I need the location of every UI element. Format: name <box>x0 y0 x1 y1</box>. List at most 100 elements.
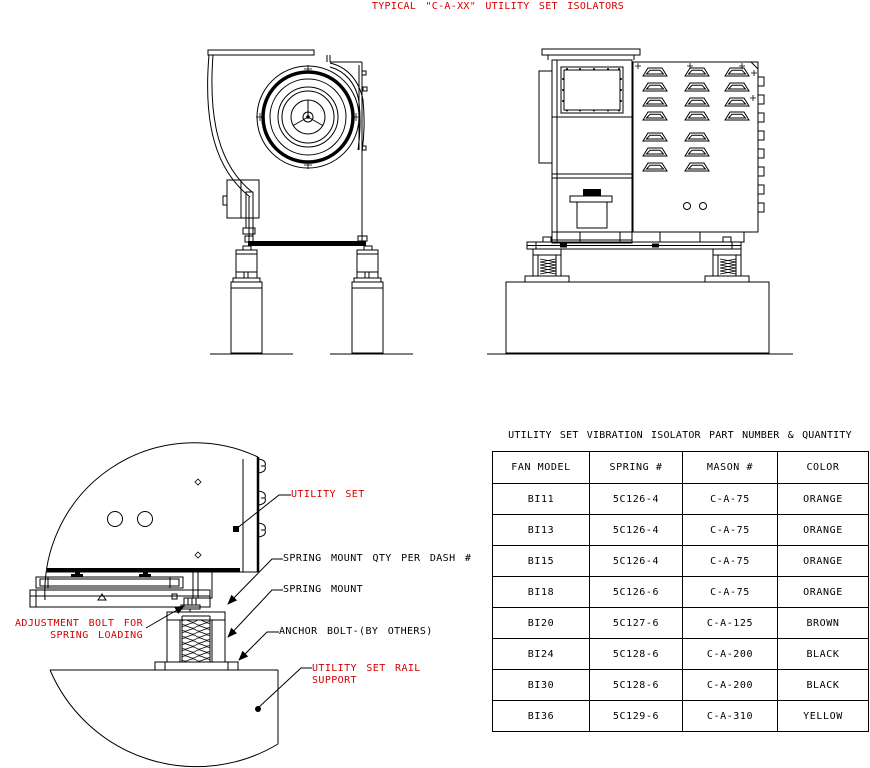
pedestal <box>230 281 263 354</box>
motor <box>576 201 608 229</box>
callout-adjustment-bolt: ADJUSTMENT BOLT FOR SPRING LOADING <box>0 618 143 642</box>
cell-mason: C-A-75 <box>682 483 778 515</box>
cell-fan-model: BI13 <box>492 514 590 546</box>
leader-adjustment-bolt <box>145 605 185 629</box>
detail-spring-mount <box>154 611 239 671</box>
cell-color: ORANGE <box>777 483 869 515</box>
cell-fan-model: BI15 <box>492 545 590 577</box>
cell-mason: C-A-310 <box>682 700 778 732</box>
cell-spring: 5C126-4 <box>589 545 683 577</box>
table-row: BI36 5C129-6 C-A-310 YELLOW <box>492 700 869 732</box>
cell-fan-model: BI11 <box>492 483 590 515</box>
side-left-spring <box>524 248 570 283</box>
cell-mason: C-A-75 <box>682 545 778 577</box>
cell-fan-model: BI20 <box>492 607 590 639</box>
cell-spring: 5C127-6 <box>589 607 683 639</box>
callout-spring-mount: SPRING MOUNT <box>283 584 364 595</box>
leader-dot <box>255 706 261 712</box>
cell-mason: C-A-125 <box>682 607 778 639</box>
access-door <box>560 66 624 114</box>
leader-dot <box>233 526 239 532</box>
break-arc <box>44 442 259 601</box>
louvers <box>642 67 750 172</box>
col-header-color: COLOR <box>777 451 869 484</box>
cell-color: ORANGE <box>777 545 869 577</box>
cell-spring: 5C126-4 <box>589 514 683 546</box>
cell-mason: C-A-200 <box>682 638 778 670</box>
volute-left-outer <box>207 54 251 198</box>
col-header-fan-model: FAN MODEL <box>492 451 590 484</box>
cell-color: BLACK <box>777 669 869 701</box>
cell-color: ORANGE <box>777 576 869 608</box>
front-view <box>207 49 413 355</box>
discharge-flange <box>541 48 641 56</box>
adjustment-bolt <box>180 597 201 612</box>
callout-rail-support-line1: UTILITY SET RAIL <box>312 663 421 674</box>
cell-fan-model: BI30 <box>492 669 590 701</box>
table-row: BI24 5C128-6 C-A-200 BLACK <box>492 638 869 670</box>
front-left-isolator <box>230 245 263 354</box>
col-header-mason: MASON # <box>682 451 778 484</box>
volute-right-outer <box>329 62 365 153</box>
table-header-row: FAN MODEL SPRING # MASON # COLOR <box>492 451 869 484</box>
table-row: BI15 5C126-4 C-A-75 ORANGE <box>492 545 869 577</box>
cell-fan-model: BI18 <box>492 576 590 608</box>
cell-spring: 5C128-6 <box>589 638 683 670</box>
cell-mason: C-A-75 <box>682 576 778 608</box>
detail-view <box>29 442 279 768</box>
leader-rail-support <box>257 667 312 709</box>
callout-adjustment-bolt-line2: SPRING LOADING <box>50 630 143 641</box>
leader-spring-mount <box>227 589 283 638</box>
cell-color: YELLOW <box>777 700 869 732</box>
cell-spring: 5C126-6 <box>589 576 683 608</box>
hole <box>107 511 123 527</box>
callout-spring-mount-qty: SPRING MOUNT QTY PER DASH # <box>283 553 472 564</box>
base-rail <box>248 241 366 246</box>
leader-utility-set <box>235 494 291 530</box>
cell-mason: C-A-200 <box>682 669 778 701</box>
isolator-table: FAN MODEL SPRING # MASON # COLOR BI11 5C… <box>492 451 869 732</box>
cell-spring: 5C128-6 <box>589 669 683 701</box>
callout-utility-set: UTILITY SET <box>291 489 365 500</box>
fan-inlet-circles <box>256 65 360 169</box>
cell-spring: 5C126-4 <box>589 483 683 515</box>
callout-rail-support: UTILITY SET RAIL SUPPORT <box>312 663 421 687</box>
hole <box>137 511 153 527</box>
cell-fan-model: BI24 <box>492 638 590 670</box>
cell-fan-model: BI36 <box>492 700 590 732</box>
cabinet <box>551 59 633 244</box>
door-bolts <box>562 68 622 112</box>
front-right-isolator <box>351 245 384 354</box>
discharge-flange <box>207 49 315 56</box>
col-header-spring: SPRING # <box>589 451 683 484</box>
table-row: BI13 5C126-4 C-A-75 ORANGE <box>492 514 869 546</box>
callout-adjustment-bolt-line1: ADJUSTMENT BOLT FOR <box>15 618 143 629</box>
leader-spring-qty <box>227 558 283 605</box>
motor-mount <box>583 189 601 196</box>
table-row: BI11 5C126-4 C-A-75 ORANGE <box>492 483 869 515</box>
leader-anchor-bolt <box>238 631 279 661</box>
concrete-pad <box>505 281 770 354</box>
cell-color: BROWN <box>777 607 869 639</box>
isolator-table-section: UTILITY SET VIBRATION ISOLATOR PART NUMB… <box>492 430 869 732</box>
side-right-spring <box>704 248 750 283</box>
side-view <box>487 48 793 355</box>
callout-anchor-bolt: ANCHOR BOLT-(BY OTHERS) <box>279 626 433 637</box>
louver-panel <box>632 61 759 233</box>
table-title: UTILITY SET VIBRATION ISOLATOR PART NUMB… <box>508 430 852 441</box>
leader-lines <box>145 494 312 712</box>
drawing-title: TYPICAL "C-A-XX" UTILITY SET ISOLATORS <box>371 1 625 12</box>
table-row: BI18 5C126-6 C-A-75 ORANGE <box>492 576 869 608</box>
cell-color: ORANGE <box>777 514 869 546</box>
detail-rail <box>29 570 213 608</box>
cell-spring: 5C129-6 <box>589 700 683 732</box>
cell-color: BLACK <box>777 638 869 670</box>
rail-support <box>49 669 279 768</box>
motor-box <box>226 179 260 219</box>
cell-mason: C-A-75 <box>682 514 778 546</box>
pedestal <box>351 281 384 354</box>
table-row: BI30 5C128-6 C-A-200 BLACK <box>492 669 869 701</box>
callout-rail-support-line2: SUPPORT <box>312 675 357 686</box>
